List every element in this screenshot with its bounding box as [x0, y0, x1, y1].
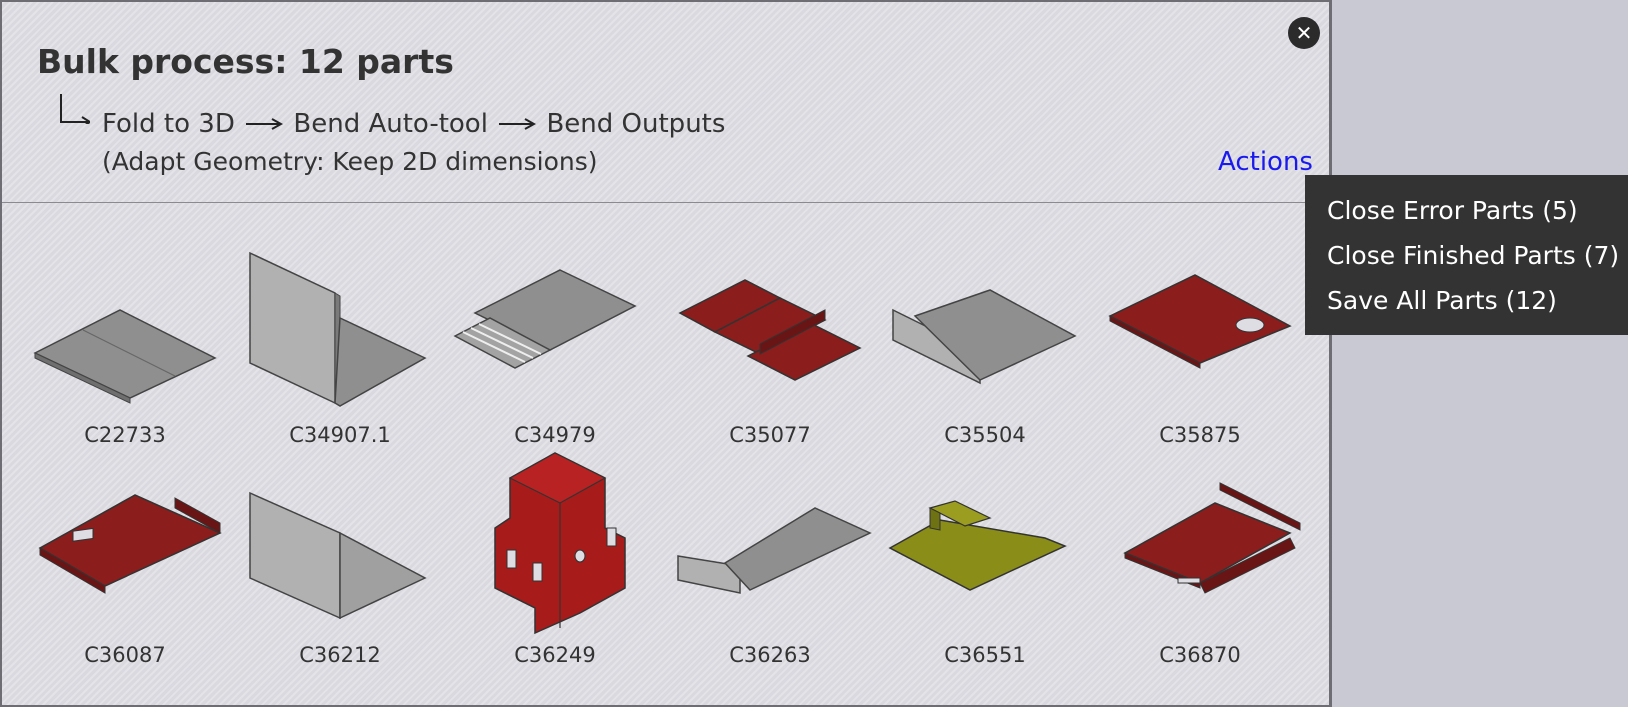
- ribbed-plate-icon: [453, 269, 637, 369]
- angle-bracket-icon: [249, 491, 427, 620]
- dialog-header: Bulk process: 12 parts ✕ Fold to 3D Bend…: [2, 2, 1329, 203]
- part-tile[interactable]: C35875: [1095, 248, 1305, 458]
- cross-box-icon: [494, 452, 626, 635]
- menu-item-close-error-parts[interactable]: Close Error Parts (5): [1327, 196, 1578, 225]
- arrow-right-icon: [499, 117, 537, 130]
- part-tile[interactable]: C34907.1: [235, 248, 445, 458]
- part-label: C35504: [944, 423, 1026, 447]
- close-icon[interactable]: ✕: [1288, 17, 1320, 49]
- actions-link[interactable]: Actions: [1218, 147, 1313, 177]
- parts-grid: C22733 C34907.1 C34979: [2, 203, 1329, 707]
- arrow-right-icon: [246, 117, 284, 130]
- channel-tray-icon: [1123, 482, 1301, 594]
- l-bracket-icon: [249, 251, 427, 407]
- part-tile[interactable]: C36249: [450, 452, 660, 678]
- part-label: C36087: [84, 643, 166, 667]
- part-label: C36263: [729, 643, 811, 667]
- part-tile[interactable]: C35077: [665, 248, 875, 458]
- part-label: C34979: [514, 423, 596, 447]
- part-label: C22733: [84, 423, 166, 447]
- part-label: C35875: [1159, 423, 1241, 447]
- part-label: C34907.1: [289, 423, 391, 447]
- flat-plate-icon: [33, 309, 217, 404]
- tray-plate-icon: [38, 494, 222, 594]
- menu-item-close-finished-parts[interactable]: Close Finished Parts (7): [1327, 241, 1620, 270]
- plate-with-hole-icon: [1108, 274, 1292, 369]
- part-label: C35077: [729, 423, 811, 447]
- part-tile[interactable]: C36212: [235, 468, 445, 678]
- part-tile[interactable]: C36870: [1095, 468, 1305, 678]
- part-tile[interactable]: C36263: [665, 468, 875, 678]
- part-label: C36870: [1159, 643, 1241, 667]
- part-tile[interactable]: C36087: [20, 468, 230, 678]
- part-tile[interactable]: C22733: [20, 248, 230, 458]
- tab-plate-icon: [888, 500, 1067, 591]
- part-tile[interactable]: C34979: [450, 248, 660, 458]
- actions-menu: Close Error Parts (5) Close Finished Par…: [1305, 175, 1628, 335]
- flow-hook-arrow-icon: [60, 94, 90, 124]
- flow-step-fold: Fold to 3D: [102, 108, 235, 139]
- part-tile[interactable]: C36551: [880, 468, 1090, 678]
- angle-plate-icon: [892, 289, 1077, 385]
- dialog-title: Bulk process: 12 parts: [37, 42, 454, 81]
- process-subtitle: (Adapt Geometry: Keep 2D dimensions): [102, 147, 598, 176]
- step-plate-icon: [678, 279, 862, 381]
- angle-plate-icon: [677, 507, 872, 594]
- part-tile[interactable]: C35504: [880, 248, 1090, 458]
- part-label: C36551: [944, 643, 1026, 667]
- bulk-process-dialog: Bulk process: 12 parts ✕ Fold to 3D Bend…: [0, 0, 1332, 707]
- menu-item-save-all-parts[interactable]: Save All Parts (12): [1327, 286, 1557, 315]
- part-label: C36249: [514, 643, 596, 667]
- flow-steps: Fold to 3D Bend Auto-tool Bend Outputs: [102, 108, 725, 139]
- flow-step-autotool: Bend Auto-tool: [293, 108, 488, 139]
- flow-step-outputs: Bend Outputs: [546, 108, 726, 139]
- part-label: C36212: [299, 643, 381, 667]
